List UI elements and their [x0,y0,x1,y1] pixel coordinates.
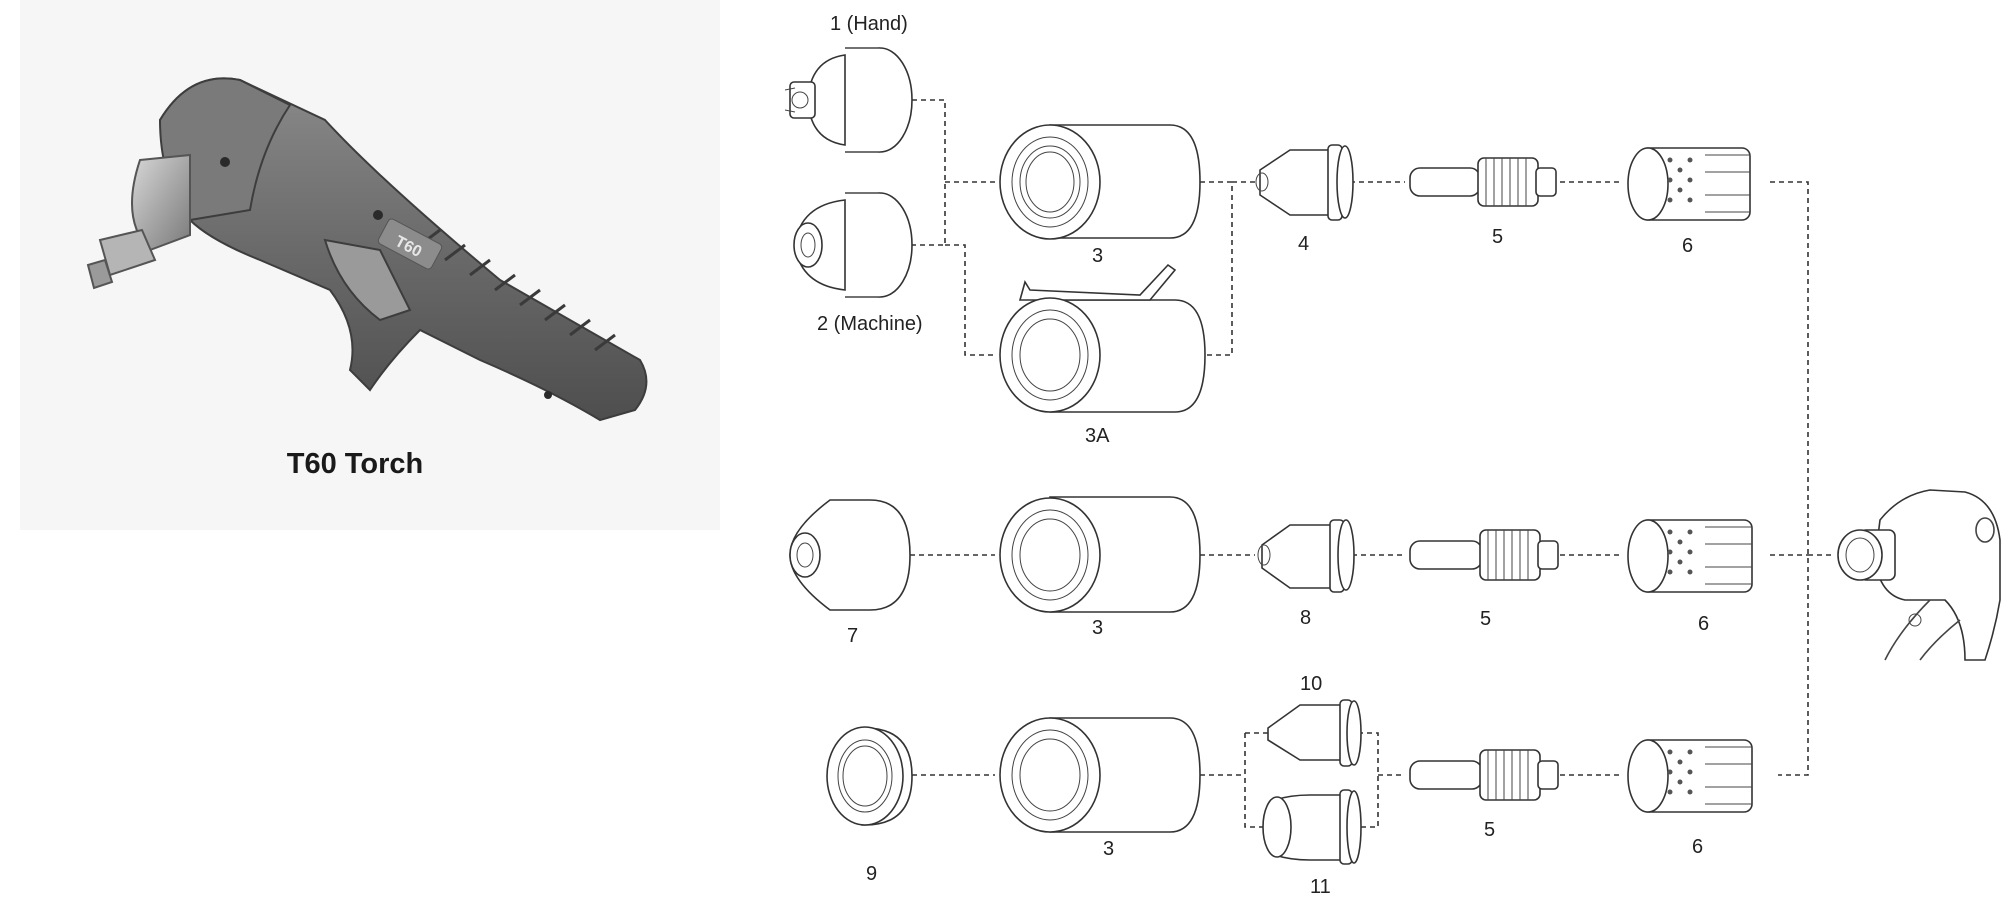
part-7-shield-deflector [789,499,911,611]
part-5-electrode-row2 [1409,529,1559,581]
part-5-electrode-row3 [1409,749,1559,801]
label-part-3-row1: 3 [1092,245,1103,267]
label-part-7: 7 [847,625,858,647]
part-5-electrode-row1 [1409,157,1557,207]
label-part-10: 10 [1300,673,1322,695]
part-3-retaining-cup-row3 [999,717,1201,833]
label-part-8: 8 [1300,607,1311,629]
connector-lines [910,99,1835,828]
label-part-6-row2: 6 [1698,613,1709,635]
part-2-machine-shield [793,192,913,298]
label-part-5-row1: 5 [1492,226,1503,248]
label-part-3-row2: 3 [1092,617,1103,639]
label-part-2: 2 (Machine) [817,313,923,335]
part-4-nozzle [1255,144,1354,221]
label-part-5-row2: 5 [1480,608,1491,630]
part-1-hand-shield [784,47,913,153]
label-part-4: 4 [1298,233,1309,255]
part-6-swirl-ring-row1 [1627,147,1751,221]
t60-torch-image: T60 [86,77,648,422]
part-3-retaining-cup-row2 [999,496,1201,613]
label-part-11: 11 [1310,876,1331,898]
label-part-9: 9 [866,863,877,885]
part-6-swirl-ring-row2 [1627,519,1753,593]
part-3-retaining-cup-row1 [999,124,1201,240]
label-part-5-row3: 5 [1484,819,1495,841]
label-part-3a: 3A [1085,425,1110,447]
part-11-nozzle [1262,789,1362,865]
part-3a-retaining-cup-ohmic [999,263,1206,413]
torch-head-outline [1837,489,2001,661]
label-part-6-row1: 6 [1682,235,1693,257]
label-part-1: 1 (Hand) [830,13,908,35]
label-part-3-row3: 3 [1103,838,1114,860]
torch-caption: T60 Torch [286,448,424,480]
part-8-nozzle [1257,519,1355,593]
part-10-nozzle [1267,699,1362,767]
part-6-swirl-ring-row3 [1627,739,1753,813]
part-labels: 1 (Hand) 2 (Machine) 3 3A 4 5 6 7 3 8 5 … [817,13,1709,898]
label-part-6-row3: 6 [1692,836,1703,858]
part-9-shield-ring [826,726,913,826]
